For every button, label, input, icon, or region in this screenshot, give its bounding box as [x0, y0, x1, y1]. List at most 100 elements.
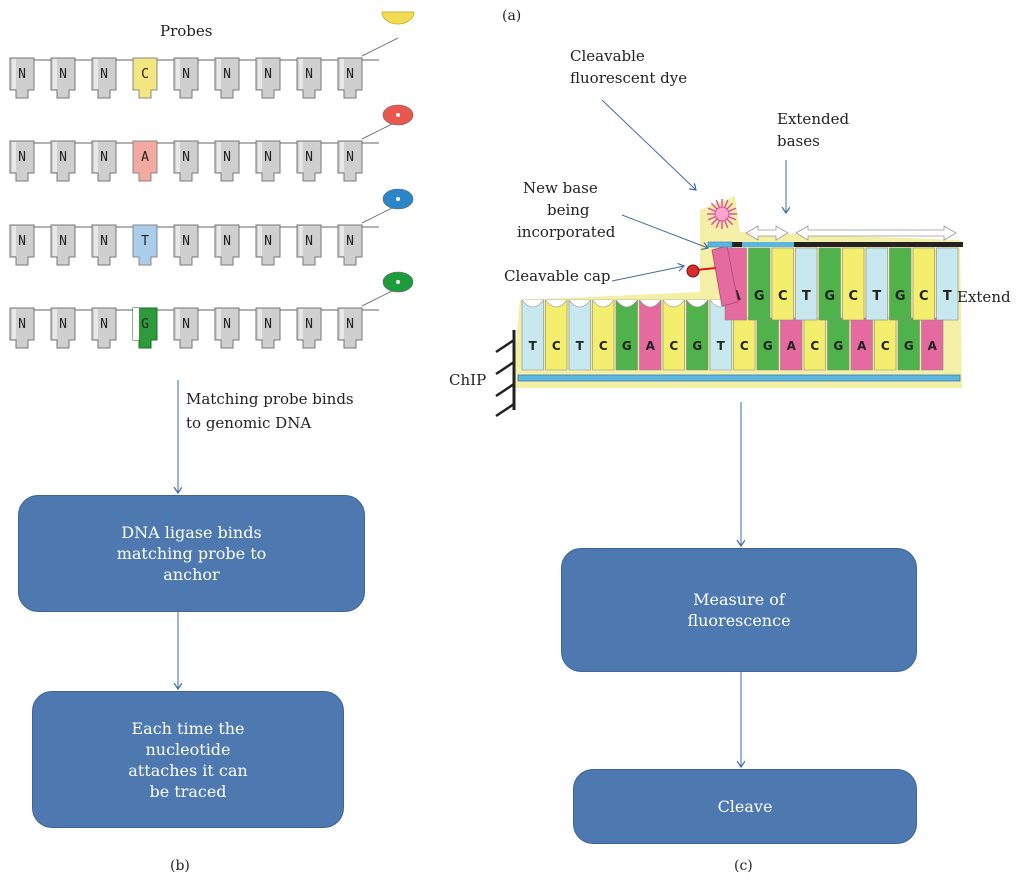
probe-shine	[258, 142, 262, 172]
probe-base-label: N	[59, 317, 67, 332]
chip-label: ChIP	[449, 371, 487, 389]
extended-label-line1: Extended	[777, 110, 850, 128]
template-base-notch	[662, 299, 685, 308]
probe-shine	[94, 59, 98, 89]
probe-shine	[258, 309, 262, 339]
probe-base	[132, 57, 158, 99]
extended-base: C	[912, 247, 935, 321]
template-base-label: C	[552, 339, 561, 353]
dye-highlight	[396, 280, 400, 284]
probe-shine	[12, 226, 16, 256]
extended-base-block	[771, 247, 794, 321]
extension-arrow-long	[795, 225, 957, 241]
probe-base-label: N	[182, 234, 190, 249]
template-base: A	[639, 299, 662, 371]
probe-shine	[340, 142, 344, 172]
extended-base-block	[912, 247, 935, 321]
probe-base-label: N	[264, 317, 272, 332]
probe-base-label: N	[223, 234, 231, 249]
probe-base-label: N	[100, 234, 108, 249]
ligase-step-line2: matching probe to	[116, 544, 267, 563]
probe-shine	[340, 309, 344, 339]
cleave-step-box: Cleave	[573, 769, 917, 844]
template-base-label: C	[669, 339, 678, 353]
probe-base-label: N	[264, 150, 272, 165]
probe-base-label: N	[59, 67, 67, 82]
template-base: A	[921, 317, 944, 371]
template-base-label: C	[740, 339, 749, 353]
template-base-label: T	[576, 339, 585, 353]
probe-base	[132, 140, 158, 182]
extended-base-label: T	[943, 289, 952, 304]
incoming-base-linker	[707, 241, 733, 248]
probe-base-label: T	[141, 234, 149, 249]
probe-base-label: N	[100, 317, 108, 332]
template-base-label: C	[810, 339, 819, 353]
new-backbone-segment	[742, 242, 794, 247]
template-base: G	[827, 317, 850, 371]
extended-base-block	[795, 247, 818, 321]
ligase-step-box: DNA ligase binds matching probe to ancho…	[18, 495, 365, 612]
probe-base-label: N	[223, 317, 231, 332]
extend-label: Extend	[957, 288, 1011, 306]
template-base-notch	[592, 299, 615, 308]
probe-base-label: N	[18, 150, 26, 165]
pointer-to-cap	[611, 266, 684, 282]
probe-base-label: N	[346, 150, 354, 165]
measure-step-line2: fluorescence	[687, 611, 791, 630]
extended-base-block	[818, 247, 841, 321]
extension-arrow-short	[745, 225, 789, 241]
probe-shine	[299, 226, 303, 256]
extended-base-block	[889, 247, 912, 321]
extended-base: C	[771, 247, 794, 321]
template-base-label: T	[717, 339, 726, 353]
probe-base-label: N	[346, 234, 354, 249]
template-base-label: G	[622, 339, 632, 353]
extended-base: G	[889, 247, 912, 321]
probe-base-label: N	[223, 150, 231, 165]
dye-label-line2: fluorescent dye	[570, 69, 688, 87]
extended-base-label: G	[824, 289, 835, 304]
cleave-step-line1: Cleave	[717, 797, 773, 816]
template-base-block	[592, 299, 615, 371]
template-base-label: C	[599, 339, 608, 353]
extended-base: T	[936, 247, 959, 321]
template-base: A	[780, 317, 803, 371]
template-base-notch	[545, 299, 568, 308]
template-base-notch	[686, 299, 709, 308]
pointer-to-new-base	[621, 214, 708, 248]
probe-shine	[340, 59, 344, 89]
template-backbone	[517, 374, 961, 382]
template-base: G	[615, 299, 638, 371]
extended-base: T	[795, 247, 818, 321]
probe-shine	[53, 142, 57, 172]
trace-step-box: Each time the nucleotide attaches it can…	[32, 691, 344, 828]
probe-shine	[53, 226, 57, 256]
extended-base-label: C	[848, 289, 858, 304]
extended-base-block	[842, 247, 865, 321]
chip-anchor-hatch	[495, 360, 515, 376]
extended-base: G	[748, 247, 771, 321]
template-base: G	[756, 317, 779, 371]
extended-base-label: T	[802, 289, 811, 304]
probe-shine	[258, 59, 262, 89]
dye-label-line1: Cleavable	[570, 47, 645, 65]
template-base-label: C	[881, 339, 890, 353]
extended-base-label: C	[919, 289, 929, 304]
extended-backbone	[725, 242, 963, 247]
template-base: C	[592, 299, 615, 371]
probe-shine	[94, 226, 98, 256]
template-base-notch	[639, 299, 662, 308]
probe-base-label: N	[264, 67, 272, 82]
dye-highlight	[396, 113, 400, 117]
dye-highlight	[396, 197, 400, 201]
template-base-block	[827, 317, 850, 371]
probe-base-label: C	[141, 67, 149, 82]
template-base-block	[756, 317, 779, 371]
probe-base-label: N	[264, 234, 272, 249]
cap-knob	[686, 264, 700, 278]
template-base-block	[850, 317, 873, 371]
